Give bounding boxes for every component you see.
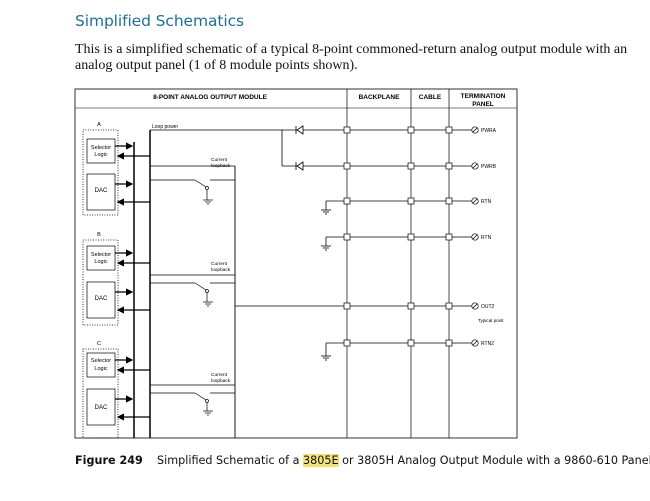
- dac-c: [86, 388, 116, 426]
- loopback-a-line2: loopback: [211, 163, 231, 169]
- selector-a-line1: Selector: [91, 145, 111, 151]
- selector-a-line2: Logic: [94, 152, 107, 158]
- schematic-figure: 8-POINT ANALOG OUTPUT MODULE BACKPLANE C…: [74, 88, 518, 439]
- caption-label: Figure 249: [75, 454, 143, 467]
- selector-b-line2: Logic: [94, 259, 107, 265]
- terminal-out2: OUT2: [481, 304, 495, 310]
- loopback-a-line1: Current: [211, 157, 228, 163]
- terminal-rtn-1: RTN: [481, 199, 492, 205]
- caption-text-before: Simplified Schematic of a: [157, 454, 303, 467]
- caption-text-after: or 3805H Analog Output Module with a 986…: [338, 454, 650, 467]
- selector-logic-c: [86, 352, 116, 378]
- connectors: [343, 126, 453, 347]
- selector-logic-b: [86, 245, 116, 271]
- typical-point-label: Typical point: [478, 318, 504, 323]
- header-backplane: BACKPLANE: [359, 94, 400, 101]
- page-title: Simplified Schematics: [75, 12, 244, 30]
- loopback-b-line1: Current: [211, 261, 228, 267]
- terminal-rtn-2: RTN: [481, 235, 492, 241]
- dac-b-label: DAC: [95, 296, 108, 302]
- header-panel: PANEL: [472, 101, 494, 108]
- terminal-pwra: PWRA: [481, 128, 497, 134]
- loopback-c-line1: Current: [211, 372, 228, 378]
- header-cable: CABLE: [419, 94, 442, 101]
- figure-caption: Figure 249 Simplified Schematic of a 380…: [75, 454, 650, 467]
- terminal-screws: [471, 126, 479, 347]
- intro-paragraph: This is a simplified schematic of a typi…: [75, 42, 628, 73]
- selector-c-line2: Logic: [94, 366, 107, 372]
- channel-label-b: B: [97, 232, 101, 238]
- dac-a-label: DAC: [95, 188, 108, 194]
- dac-a: [86, 173, 116, 211]
- selector-logic-a: [86, 138, 116, 164]
- terminal-rtn2: RTN2: [481, 341, 494, 347]
- loopback-b-line2: loopback: [211, 267, 231, 273]
- dac-b: [86, 281, 116, 319]
- diode-a: [295, 125, 304, 135]
- header-module: 8-POINT ANALOG OUTPUT MODULE: [153, 94, 268, 101]
- selector-b-line1: Selector: [91, 252, 111, 258]
- header-termination: TERMINATION: [461, 93, 506, 100]
- loopback-c-line2: loopback: [211, 378, 231, 384]
- terminal-pwrb: PWRB: [481, 164, 497, 170]
- channel-label-a: A: [97, 122, 101, 128]
- dac-c-label: DAC: [95, 405, 108, 411]
- loop-power-label: Loop power: [152, 124, 178, 130]
- diode-b: [295, 161, 304, 171]
- selector-c-line1: Selector: [91, 358, 111, 364]
- channel-label-c: C: [97, 341, 101, 347]
- caption-highlight: 3805E: [303, 454, 339, 467]
